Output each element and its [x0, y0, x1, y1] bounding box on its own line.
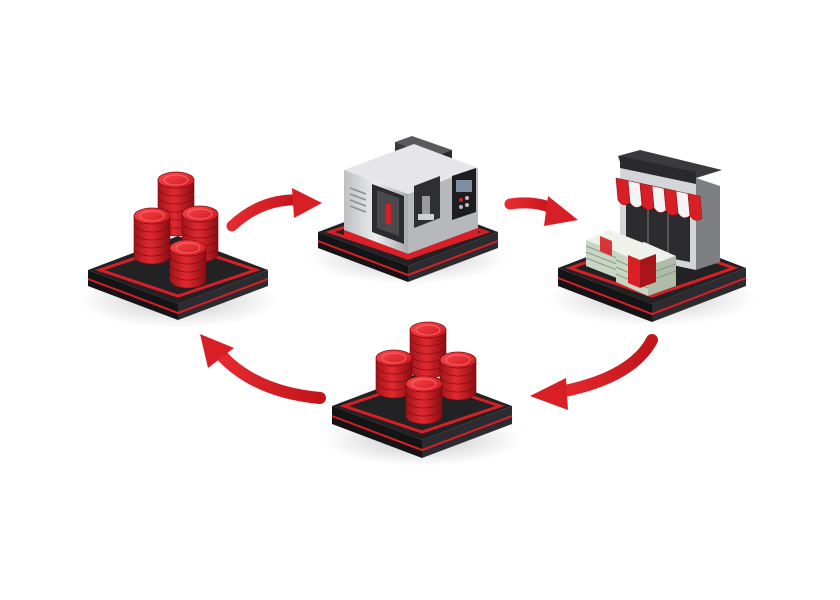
coin-stacks-icon: [133, 171, 219, 289]
arrow-production-to-sales: [504, 196, 578, 226]
coin-stack: [405, 375, 443, 425]
coin-stack: [409, 321, 447, 379]
arrow-capital-to-production: [226, 188, 322, 232]
cash-bundle-icon: [615, 242, 677, 296]
coin-stack: [439, 351, 477, 401]
storefront-with-cash-icon: [585, 150, 722, 296]
arrow-sales-to-returns: [530, 334, 658, 410]
coin-stack: [169, 239, 207, 289]
coin-stack: [375, 349, 413, 399]
arrow-returns-to-capital: [200, 334, 326, 404]
coin-stack: [133, 207, 171, 265]
cnc-machine-icon: [344, 136, 478, 260]
coin-stacks-icon: [375, 321, 477, 425]
